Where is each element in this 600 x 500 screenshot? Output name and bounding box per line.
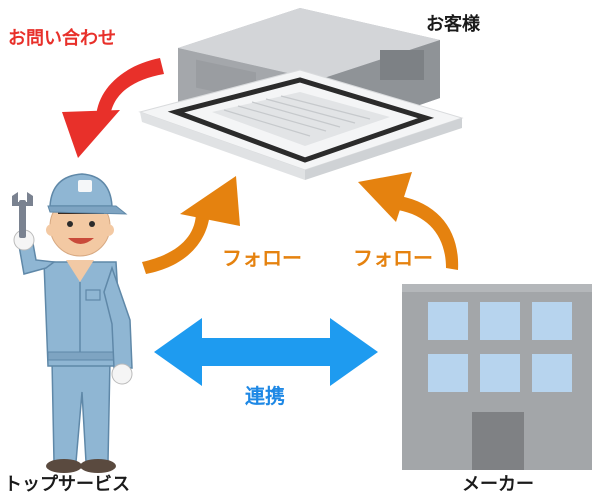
inquiry-arrow: [62, 58, 164, 158]
follow-arrow-left: [142, 176, 240, 274]
follow-arrow-right: [358, 172, 459, 270]
building-icon: [402, 284, 592, 470]
worker-icon: [12, 173, 133, 473]
inquiry-label: お問い合わせ: [8, 28, 116, 49]
customer-label: お客様: [426, 14, 480, 35]
service-company-label: トップサービス: [4, 474, 130, 495]
follow-label-left: フォロー: [222, 246, 302, 270]
cooperation-arrow: [154, 318, 378, 386]
manufacturer-label: メーカー: [462, 474, 534, 495]
follow-label-right: フォロー: [353, 246, 433, 270]
air-conditioner-icon: [138, 8, 464, 180]
cooperation-label: 連携: [245, 384, 285, 408]
